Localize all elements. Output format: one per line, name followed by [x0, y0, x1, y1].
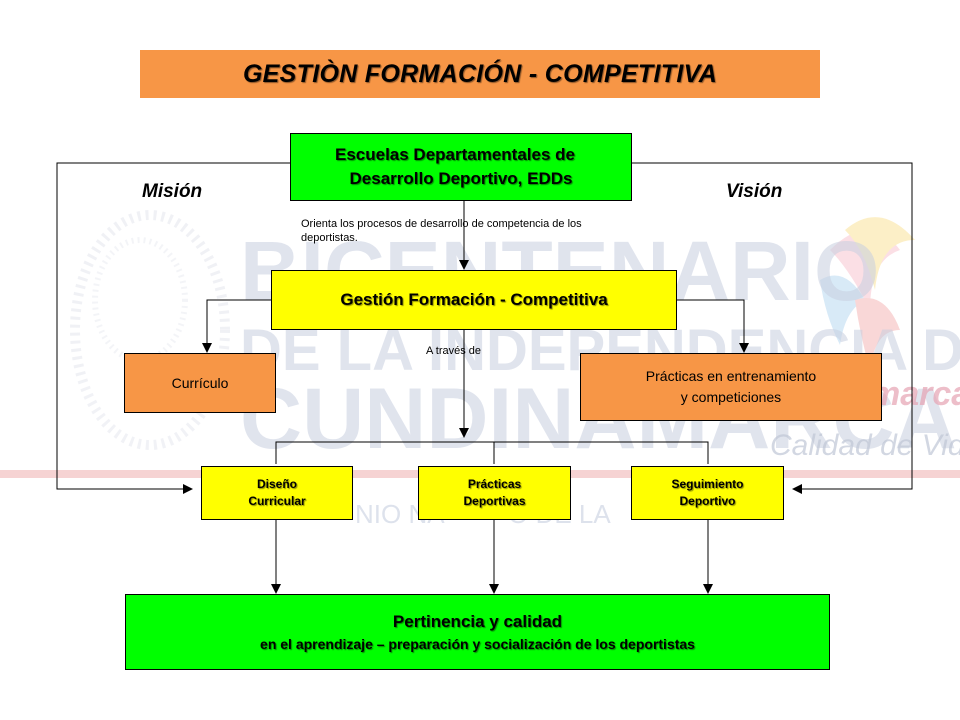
pertinencia-box-line2: en el aprendizaje – preparación y social… — [260, 636, 695, 652]
gestion-to-curriculo-arrow — [202, 299, 271, 353]
edd-box-line2: Desarrollo Deportivo, EDDs — [349, 169, 573, 188]
page-title: GESTIÒN FORMACIÓN - COMPETITIVA — [242, 59, 718, 88]
practicas-deportivas-box: Prácticas Deportivas — [418, 466, 571, 520]
mision-label: Misión — [142, 181, 203, 202]
watermark-brand2: Calidad de Vida — [770, 429, 960, 462]
gestion-box: Gestión Formación - Competitiva — [271, 270, 677, 330]
frame-right — [632, 162, 913, 494]
edd-box: Escuelas Departamentales de Desarrollo D… — [290, 133, 632, 201]
flame-logo-icon — [820, 217, 915, 370]
seguimiento-deportivo-line1: Seguimiento — [671, 477, 744, 491]
practicas-box-line1: Prácticas en entrenamiento — [645, 368, 817, 384]
vision-label: Visión — [726, 181, 783, 202]
curriculo-box: Currículo — [124, 353, 276, 413]
branch-line — [275, 441, 709, 464]
watermark-brand1: marca — [870, 375, 960, 413]
orienta-note: Orienta los procesos de desarrollo de co… — [301, 218, 582, 244]
frame-left — [56, 162, 290, 494]
practicas-box: Prácticas en entrenamiento y competicion… — [580, 353, 882, 421]
portrait-watermark-icon — [70, 210, 230, 450]
gestion-to-practicas-arrow — [677, 299, 749, 353]
edd-box-line1: Escuelas Departamentales de — [334, 145, 575, 164]
pertinencia-box-line1: Pertinencia y calidad — [392, 612, 563, 631]
practicas-box-line2: y competiciones — [680, 389, 782, 405]
seguimiento-deportivo-box: Seguimiento Deportivo — [631, 466, 784, 520]
practicas-deportivas-line1: Prácticas — [467, 477, 522, 491]
pertinencia-box: Pertinencia y calidad en el aprendizaje … — [125, 594, 830, 670]
diseno-curricular-box: Diseño Curricular — [201, 466, 353, 520]
diseno-curricular-line2: Curricular — [248, 494, 306, 508]
a-traves-note: A través de — [426, 345, 482, 357]
title-bar: GESTIÒN FORMACIÓN - COMPETITIVA — [140, 50, 820, 98]
diseno-curricular-line1: Diseño — [256, 477, 297, 491]
curriculo-box-label: Currículo — [171, 375, 229, 391]
practicas-deportivas-line2: Deportivas — [463, 494, 526, 508]
gestion-box-label: Gestión Formación - Competitiva — [340, 290, 608, 309]
seguimiento-deportivo-line2: Deportivo — [679, 494, 736, 508]
